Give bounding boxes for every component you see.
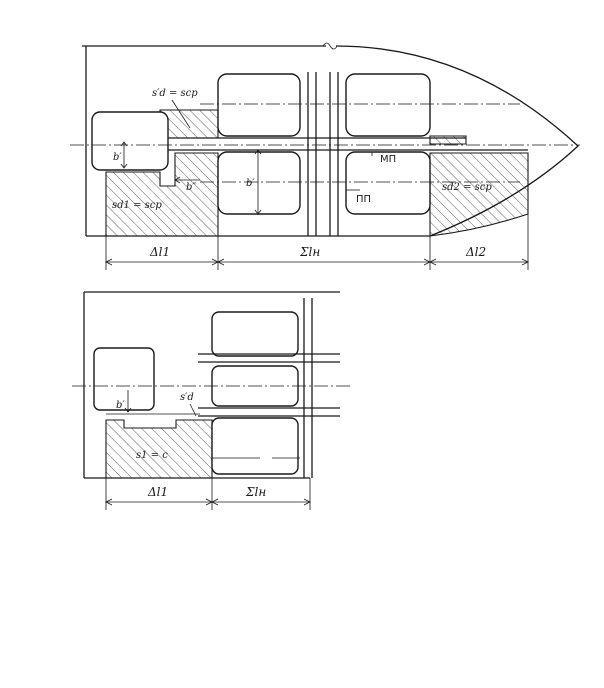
bottom-s1-label: s1 = c [136,450,168,461]
top-dim-delta-l2: Δl2 [465,245,486,259]
top-dim-arrows [105,258,529,266]
top-diagram: b′ b″ b′ s′d = scp sd1 = scp sd2 = scp М… [70,42,580,270]
bottom-leader-sd-prime [189,403,197,417]
bottom-dim-arrows [105,498,311,506]
top-break-mark [322,42,338,50]
bottom-sd-prime-label: s′d [180,392,194,403]
top-b-prime-left-arrow [120,141,128,169]
top-dim-extensions [105,214,529,270]
top-box-upper-2 [345,73,431,137]
top-box-lower-1 [217,151,301,215]
bottom-box-1 [211,311,299,357]
top-sd1-label: sd1 = scp [112,200,162,211]
top-strip-lines [168,137,528,151]
bottom-dim-delta-l1: Δl1 [147,485,168,499]
bottom-separators [303,298,313,478]
top-pp-label: ПП [356,194,371,205]
top-hatch-right [429,152,529,237]
top-sd-prime-label: s′d = scp [152,88,198,99]
top-box-lower-2 [345,151,431,215]
bottom-strip-lines [198,353,340,417]
top-mp-label: МП [380,154,396,165]
top-b-prime-left-label: b′ [113,152,122,163]
bottom-b-prime-label: b′ [116,400,125,411]
bottom-dim-extensions [105,478,311,510]
top-b-double-prime-arrow [174,176,200,184]
bottom-b-prime-arrow [124,390,132,413]
top-left-block [91,111,169,171]
bottom-dim-sum-ln: Σlн [245,485,266,499]
top-dim-sum-ln: Σlн [299,245,320,259]
bottom-hatch [105,419,213,479]
top-hatch-left [105,152,219,237]
top-b-prime-right-label: b′ [246,178,255,189]
bottom-box-3 [211,417,299,475]
bottom-diagram: b′ s′d s1 = c Δl1 Σlн [72,291,352,510]
top-dim-delta-l1: Δl1 [149,245,170,259]
bottom-left-block [93,347,155,411]
top-box-upper-1 [217,73,301,137]
top-leader-sd-prime [171,99,191,129]
top-separators [307,72,339,236]
top-b-double-prime-label: b″ [186,182,196,193]
top-sd2-label: sd2 = scp [442,182,492,193]
top-b-prime-right-arrow [254,149,262,215]
top-hatch-right-small [429,135,467,145]
top-separator-cross [304,137,342,151]
